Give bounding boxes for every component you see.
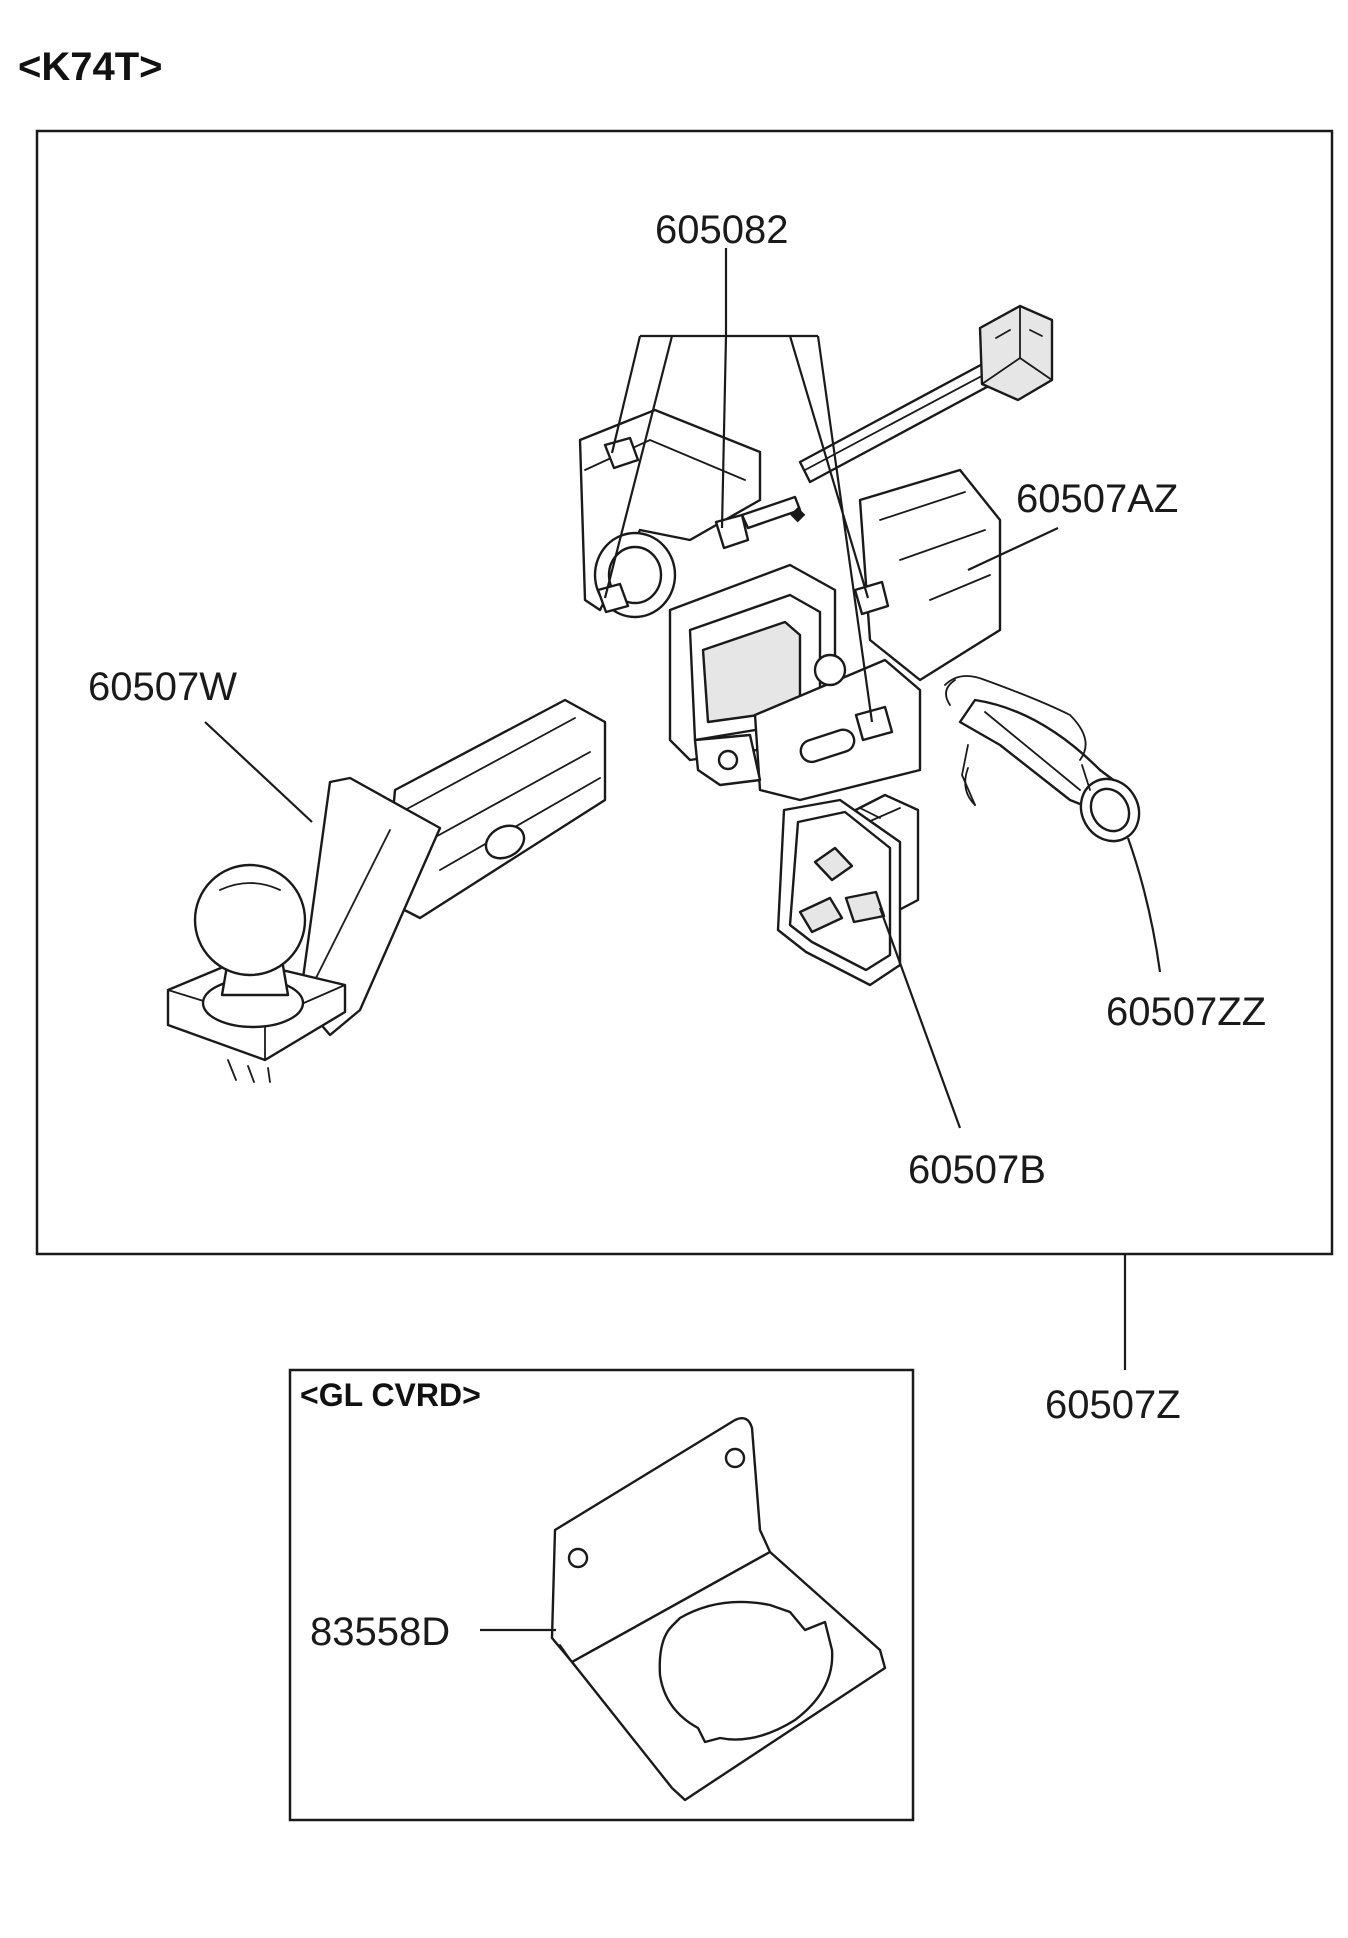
callout-hitch-receiver: 60507AZ bbox=[1016, 477, 1178, 521]
variant-label-sub: <GL CVRD> bbox=[300, 1377, 481, 1413]
callout-bracket: 83558D bbox=[310, 1610, 450, 1654]
callout-bolts: 605082 bbox=[655, 208, 788, 252]
sub-frame bbox=[288, 1368, 915, 1822]
hitch-receiver-drawing: ◆ bbox=[578, 304, 1054, 802]
variant-label-main: <K74T> bbox=[18, 45, 163, 89]
callout-pin-clip: 60507ZZ bbox=[1106, 990, 1266, 1034]
callout-hitch-assembly: 60507Z bbox=[1045, 1383, 1181, 1427]
main-frame bbox=[35, 129, 1334, 1256]
pin-clip-drawing bbox=[944, 675, 1141, 843]
callout-ball-mount: 60507W bbox=[88, 665, 237, 709]
leader-pin-clip bbox=[1126, 837, 1162, 973]
leader-ball-mount bbox=[204, 721, 313, 823]
svg-text:◆: ◆ bbox=[790, 503, 806, 525]
leader-bolts-branches bbox=[603, 335, 874, 723]
callout-receiver-cover: 60507B bbox=[908, 1148, 1046, 1192]
receiver-cover-drawing bbox=[776, 793, 920, 987]
ball-mount-drawing bbox=[166, 698, 607, 1083]
leader-hitch-receiver bbox=[967, 527, 1059, 571]
bracket-drawing bbox=[550, 1417, 887, 1802]
leader-receiver-cover bbox=[878, 907, 962, 1129]
